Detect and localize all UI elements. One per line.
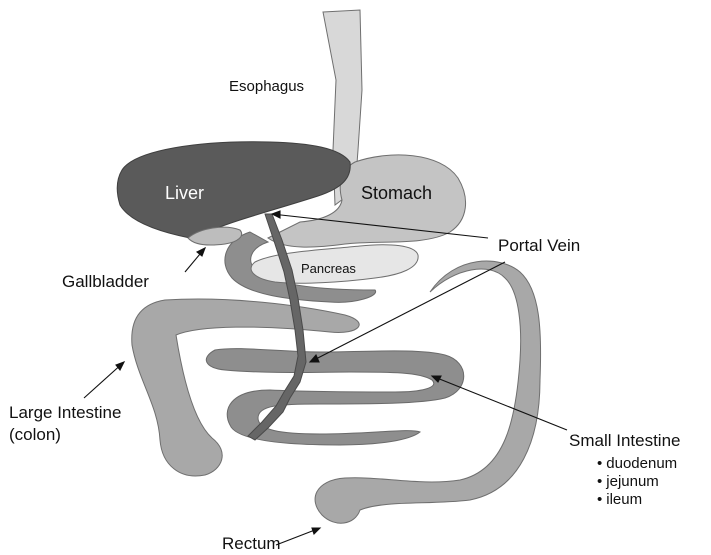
label-pancreas: Pancreas xyxy=(301,262,356,277)
arrowhead-rectum xyxy=(312,528,320,534)
list-item: jejunum xyxy=(597,473,677,491)
list-item: ileum xyxy=(597,491,677,509)
label-stomach: Stomach xyxy=(361,183,432,204)
label-rectum: Rectum xyxy=(222,534,281,554)
small-intestine-parts-list: duodenum jejunum ileum xyxy=(597,455,677,509)
label-gallbladder: Gallbladder xyxy=(62,272,149,292)
pointer-small-intestine xyxy=(432,376,567,430)
label-esophagus: Esophagus xyxy=(229,78,304,95)
label-portal-vein: Portal Vein xyxy=(498,236,580,256)
label-large-intestine: Large Intestine xyxy=(9,403,121,423)
label-liver: Liver xyxy=(165,183,204,204)
label-colon: (colon) xyxy=(9,425,61,445)
list-item: duodenum xyxy=(597,455,677,473)
label-small-intestine: Small Intestine xyxy=(569,431,681,451)
arrowhead-gallbladder xyxy=(197,248,205,256)
